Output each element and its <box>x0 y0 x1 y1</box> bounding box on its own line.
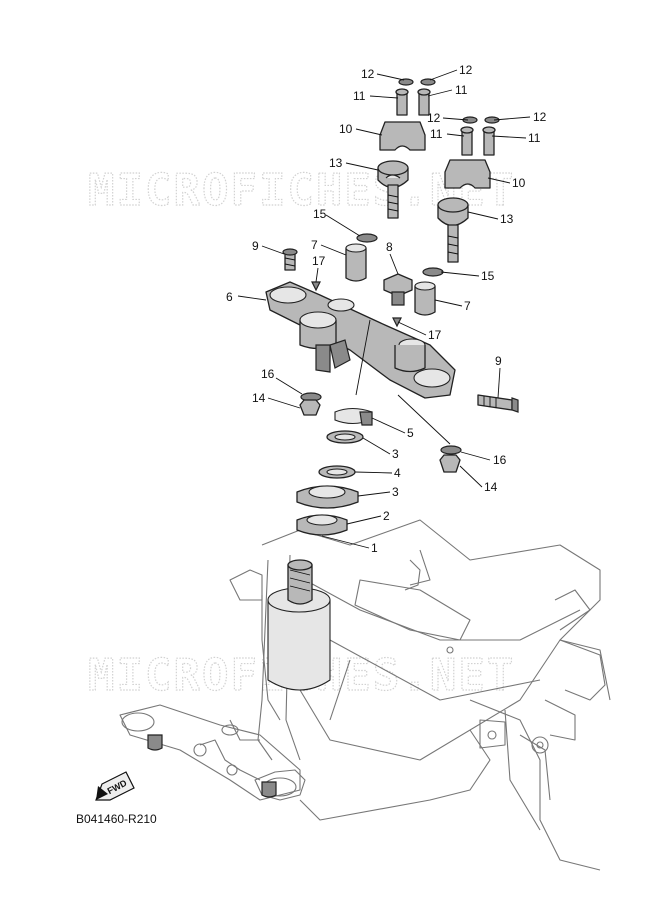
callout-7: 7 <box>311 238 318 252</box>
callout-5: 5 <box>407 426 414 440</box>
callout-4: 4 <box>394 466 401 480</box>
upper-bracket <box>265 281 456 399</box>
callout-13: 13 <box>329 156 343 170</box>
callout-7: 7 <box>464 299 471 313</box>
frame-head-pipe <box>147 559 331 798</box>
callout-13: 13 <box>500 212 514 226</box>
callout-17: 17 <box>428 328 442 342</box>
lower-fasteners <box>299 392 519 473</box>
callout-17: 17 <box>312 254 326 268</box>
callout-14: 14 <box>252 391 266 405</box>
callout-16: 16 <box>493 453 507 467</box>
upper-right-handlebar-assembly <box>422 116 500 277</box>
callout-3: 3 <box>392 447 399 461</box>
callout-3: 3 <box>392 485 399 499</box>
callout-9: 9 <box>252 239 259 253</box>
callout-2: 2 <box>383 509 390 523</box>
upper-left-handlebar-assembly <box>356 78 436 243</box>
callout-11: 11 <box>455 83 468 97</box>
callout-6: 6 <box>226 290 233 304</box>
leader-lines <box>237 69 531 549</box>
diagram-reference-code: B041460-R210 <box>76 812 157 826</box>
callout-10: 10 <box>339 122 353 136</box>
callout-numbers: 12 12 11 11 12 12 11 11 10 10 13 13 15 1… <box>226 63 547 555</box>
callout-14: 14 <box>484 480 498 494</box>
callout-12: 12 <box>361 67 375 81</box>
callout-15: 15 <box>481 269 495 283</box>
callout-12: 12 <box>533 110 547 124</box>
callout-8: 8 <box>386 240 393 254</box>
callout-9: 9 <box>495 354 502 368</box>
callout-1: 1 <box>371 541 378 555</box>
fwd-indicator: FWD <box>95 771 135 801</box>
callout-15: 15 <box>313 207 327 221</box>
callout-12: 12 <box>427 111 441 125</box>
callout-11: 11 <box>528 131 541 145</box>
callout-12: 12 <box>459 63 473 77</box>
callout-11: 11 <box>353 89 366 103</box>
callout-11: 11 <box>430 127 443 141</box>
callout-10: 10 <box>512 176 526 190</box>
bearing-stack <box>296 407 373 536</box>
callout-16: 16 <box>261 367 275 381</box>
spacers-and-stem-nut <box>282 243 436 328</box>
